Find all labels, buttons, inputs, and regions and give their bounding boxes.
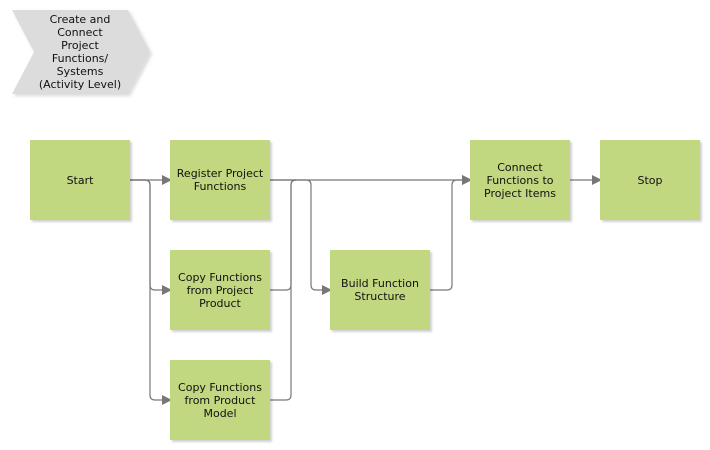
diagram-title: Create and Connect Project Functions/ Sy… (38, 13, 122, 91)
start-node[interactable]: Start (30, 140, 130, 220)
connector-build-connect (430, 175, 472, 291)
connector-copy-model-merge (270, 179, 297, 401)
connector-register-build (270, 179, 332, 295)
connector-start-copy-model (130, 179, 172, 405)
build-function-structure-node[interactable]: Build Function Structure (330, 250, 430, 330)
copy-functions-from-project-product-node[interactable]: Copy Functions from Project Product (170, 250, 270, 330)
connect-functions-to-project-items-node[interactable]: Connect Functions to Project Items (470, 140, 570, 220)
connector-copy-product-merge (270, 179, 297, 291)
chevron-shape (12, 10, 150, 94)
register-project-functions-node[interactable]: Register Project Functions (170, 140, 270, 220)
copy-functions-from-product-model-node[interactable]: Copy Functions from Product Model (170, 360, 270, 440)
stop-node[interactable]: Stop (600, 140, 700, 220)
